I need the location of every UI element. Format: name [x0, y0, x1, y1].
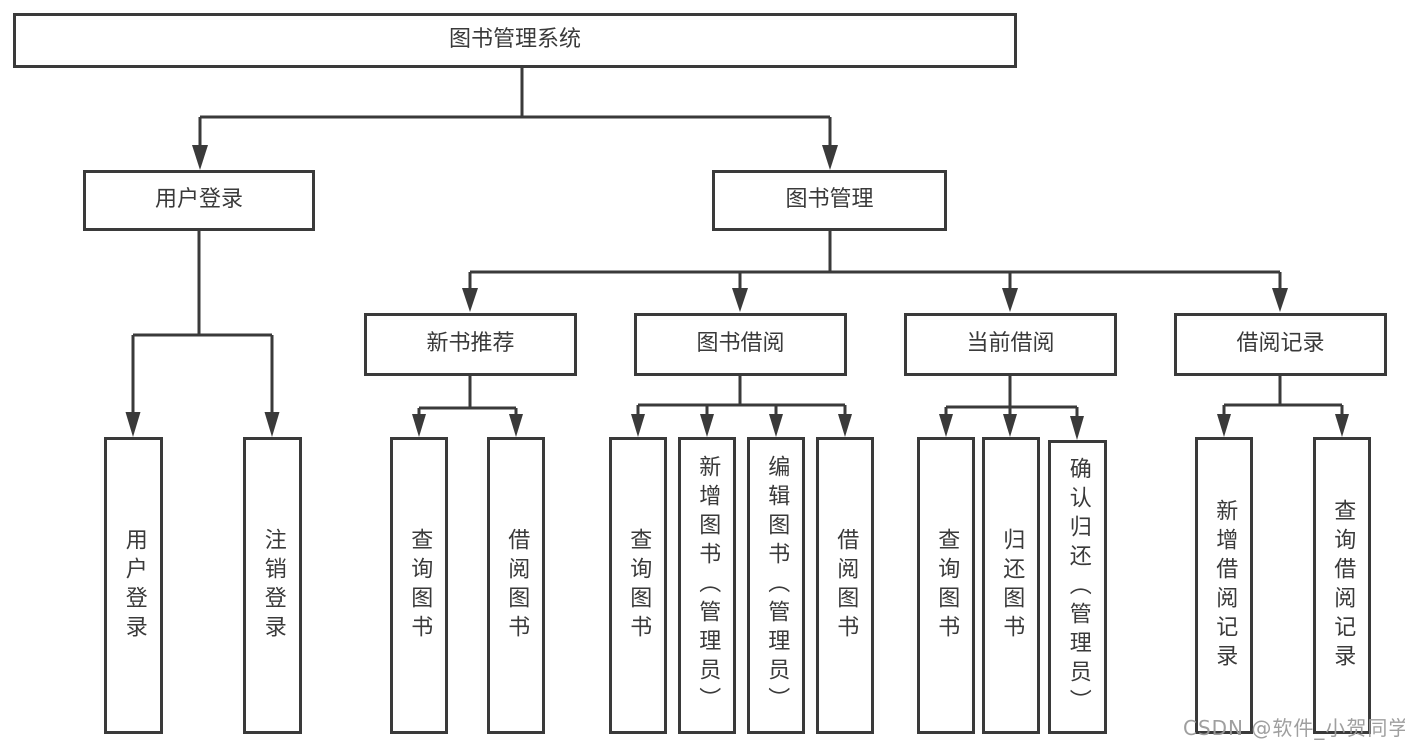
node-book-borrowing: 图书借阅 [634, 313, 847, 376]
node-user-login: 用户登录 [83, 170, 315, 231]
node-root-system: 图书管理系统 [13, 13, 1017, 68]
node-new-book-recommend: 新书推荐 [364, 313, 577, 376]
node-borrowing-records: 借阅记录 [1174, 313, 1387, 376]
node-current-borrowing: 当前借阅 [904, 313, 1117, 376]
leaf-query-books-borrowing: 查询图书 [609, 437, 667, 734]
csdn-watermark: CSDN @软件_小贺同学 [1183, 716, 1405, 740]
leaf-edit-books-admin: 编辑图书（管理员） [747, 437, 805, 734]
leaf-logout: 注销登录 [243, 437, 302, 734]
leaf-query-borrow-record: 查询借阅记录 [1313, 437, 1371, 734]
leaf-return-books: 归还图书 [982, 437, 1040, 734]
leaf-add-borrow-record: 新增借阅记录 [1195, 437, 1253, 734]
leaf-borrow-books-borrowing: 借阅图书 [816, 437, 874, 734]
leaf-query-books-recommend: 查询图书 [390, 437, 448, 734]
leaf-confirm-return-admin: 确认归还（管理员） [1048, 440, 1107, 734]
leaf-borrow-books-recommend: 借阅图书 [487, 437, 545, 734]
leaf-add-books-admin: 新增图书（管理员） [678, 437, 736, 734]
node-book-management: 图书管理 [712, 170, 947, 231]
leaf-user-login: 用户登录 [104, 437, 163, 734]
leaf-query-books-current: 查询图书 [917, 437, 975, 734]
